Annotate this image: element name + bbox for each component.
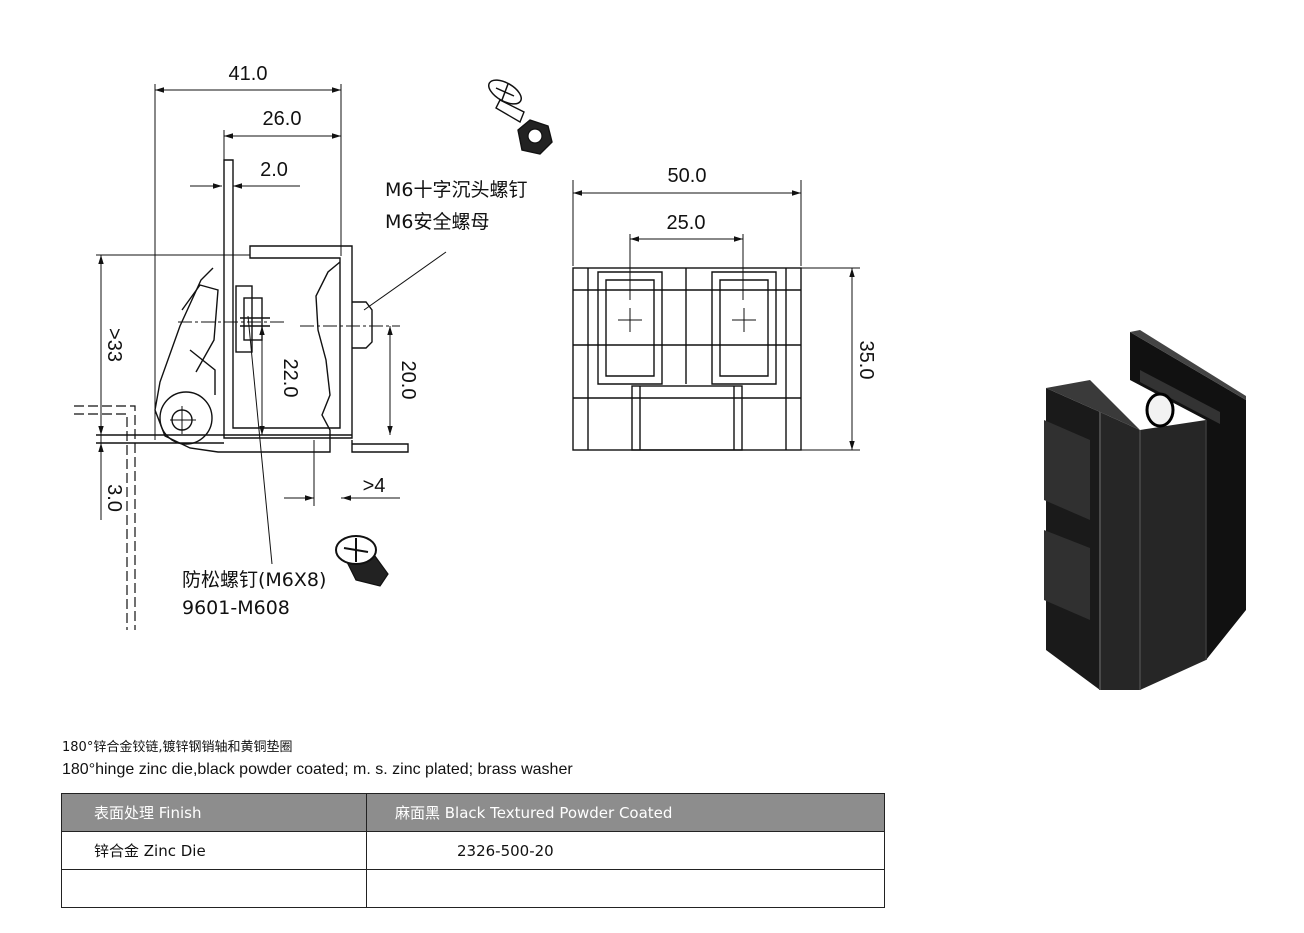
dim-2: 2.0 bbox=[260, 159, 288, 181]
dim-25: 25.0 bbox=[667, 212, 706, 234]
dim-22: 22.0 bbox=[279, 359, 301, 398]
callout-m6-nut: M6安全螺母 bbox=[385, 211, 489, 233]
description-en: 180°hinge zinc die,black powder coated; … bbox=[62, 761, 573, 778]
front-view: 50.0 25.0 35.0 bbox=[572, 165, 877, 451]
technical-drawing: 41.0 26.0 2.0 >33 bbox=[74, 63, 1246, 690]
dim-26: 26.0 bbox=[263, 108, 302, 130]
dim-50: 50.0 bbox=[668, 165, 707, 187]
dim-41: 41.0 bbox=[229, 63, 268, 85]
callout-m6-screw: M6十字沉头螺钉 bbox=[385, 179, 527, 201]
table-header-row: 表面处理 Finish 麻面黑 Black Textured Powder Co… bbox=[61, 793, 885, 832]
safety-nut-icon bbox=[517, 119, 553, 155]
table-cell-empty bbox=[61, 869, 367, 908]
dim-3: 3.0 bbox=[103, 484, 125, 512]
table-cell-part-number: 2326-500-20 bbox=[366, 831, 885, 870]
dim-20: 20.0 bbox=[397, 361, 419, 400]
side-view: 41.0 26.0 2.0 >33 bbox=[74, 63, 447, 630]
table-row: 锌合金 Zinc Die 2326-500-20 bbox=[61, 831, 885, 870]
table-cell-empty bbox=[366, 869, 885, 908]
table-row bbox=[61, 869, 885, 908]
dim-35: 35.0 bbox=[855, 341, 877, 380]
lock-screw-icon bbox=[335, 535, 389, 587]
table-header-black: 麻面黑 Black Textured Powder Coated bbox=[366, 793, 885, 832]
callout-lock-screw-code: 9601-M608 bbox=[182, 597, 290, 619]
leader-m6-screw bbox=[363, 251, 447, 311]
leader-lock-screw bbox=[247, 315, 273, 565]
table-cell-material: 锌合金 Zinc Die bbox=[61, 831, 367, 870]
description-cn: 180°锌合金铰链,镀锌钢销轴和黄铜垫圈 bbox=[62, 740, 293, 755]
dim-min-33: >33 bbox=[103, 328, 125, 362]
callout-lock-screw: 防松螺钉(M6X8) bbox=[182, 569, 326, 591]
hinge-product-image bbox=[1044, 330, 1246, 690]
spec-table: 表面处理 Finish 麻面黑 Black Textured Powder Co… bbox=[61, 793, 885, 908]
table-header-finish: 表面处理 Finish bbox=[61, 793, 367, 832]
dim-min-4: >4 bbox=[363, 475, 386, 497]
countersunk-screw-icon bbox=[488, 79, 525, 124]
